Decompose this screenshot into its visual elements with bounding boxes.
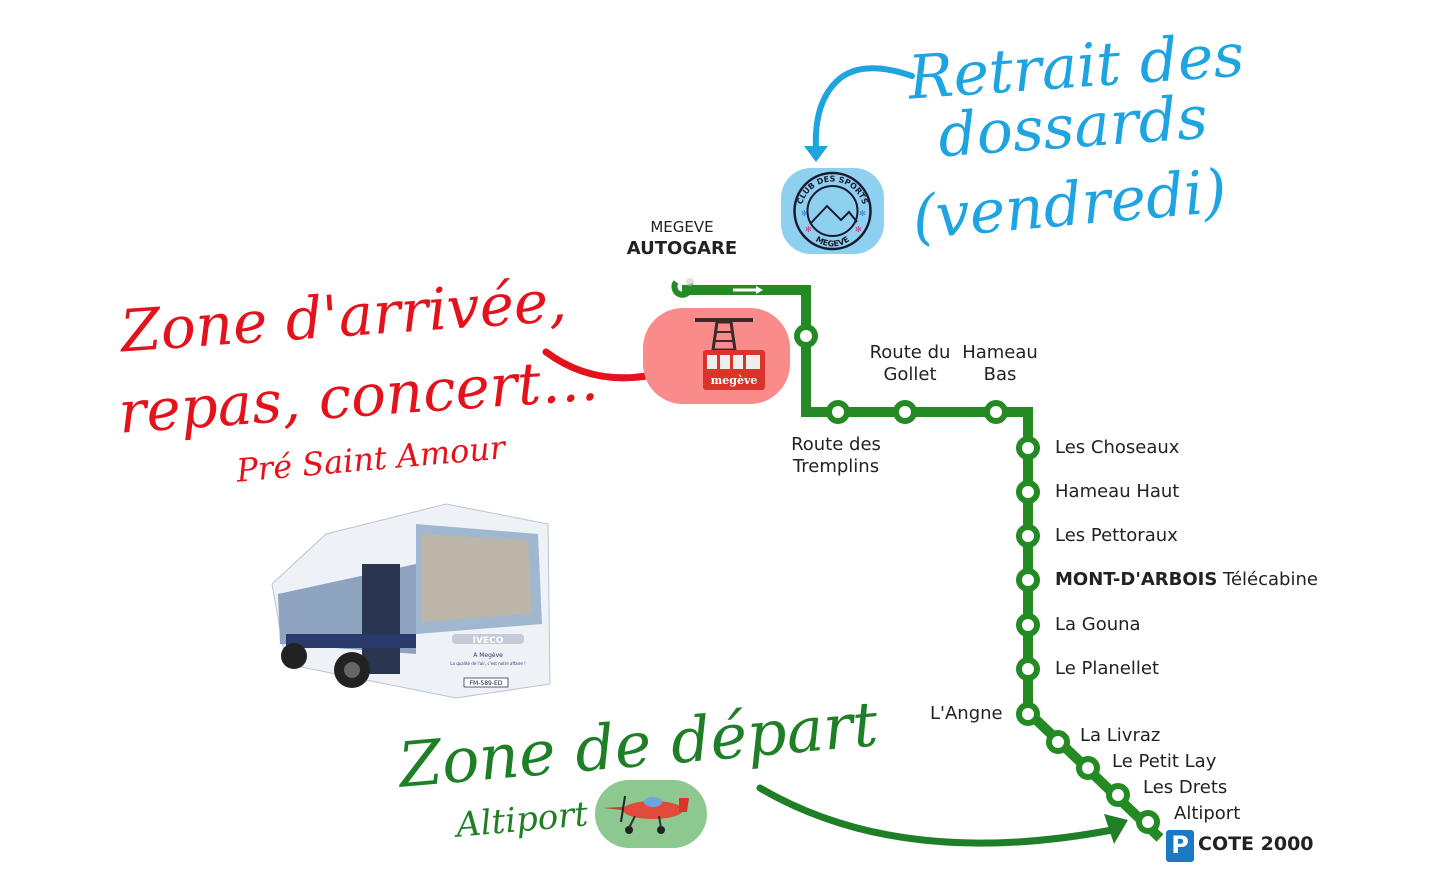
bus-brand: IVECO — [473, 636, 504, 646]
cable-car-icon: megève — [695, 318, 765, 390]
stop-label-suffix: Télécabine — [1223, 569, 1318, 590]
svg-text:✻: ✻ — [801, 209, 808, 218]
terminus-start-label: MEGEVE AUTOGARE — [620, 216, 744, 260]
terminus-start-name: AUTOGARE — [626, 238, 738, 259]
departure-icon-badge — [595, 780, 707, 848]
stop-les-drets-marker — [1106, 783, 1130, 807]
bus-slogan-2: La qualité de l'air, c'est notre affaire… — [450, 661, 525, 666]
airplane-icon — [603, 795, 689, 834]
stop-label-line: Hameau — [962, 342, 1038, 363]
stop-label-route-des-tremplins: Route des Tremplins — [776, 434, 896, 478]
stop-label-line: Route des — [791, 434, 881, 455]
stop-route-du-gollet-marker — [893, 400, 917, 424]
stops-layer — [794, 324, 1160, 834]
bus-plate: FM-589-ED — [470, 680, 503, 687]
stop-label-hameau-haut: Hameau Haut — [1055, 481, 1180, 502]
stop-label-line: Route du — [869, 342, 951, 363]
stop-la-livraz-marker — [1046, 730, 1070, 754]
stop-label-line: Gollet — [883, 364, 937, 385]
stop-label-route-du-gollet: Route du Gollet — [858, 342, 962, 386]
stop-label-line: Bas — [983, 364, 1017, 385]
bus-slogan-1: A Megève — [473, 652, 503, 659]
stop-les-pettoraux-marker — [1016, 524, 1040, 548]
stop-label-la-gouna: La Gouna — [1055, 614, 1141, 635]
stop-altiport-marker — [1136, 810, 1160, 834]
stop-le-planellet-marker — [1016, 657, 1040, 681]
stop-l-angne-marker — [1016, 702, 1040, 726]
stop-label-les-drets: Les Drets — [1143, 777, 1228, 798]
stop-label-la-livraz: La Livraz — [1080, 725, 1161, 746]
stop-label-les-choseaux: Les Choseaux — [1055, 437, 1180, 458]
stop-mont-d-arbois-t-l-cabine-marker — [1016, 568, 1040, 592]
stop-le-petit-lay-marker — [1076, 756, 1100, 780]
bib-arrow-icon — [804, 65, 915, 162]
terminus-start-marker — [671, 280, 694, 298]
departure-arrow-icon — [756, 784, 1128, 847]
svg-text:✻: ✻ — [859, 209, 866, 218]
bus-image: IVECO A Megève La qualité de l'air, c'es… — [266, 494, 556, 699]
stop-route-des-tremplins-marker — [826, 400, 850, 424]
svg-text:MEGEVE: MEGEVE — [814, 235, 851, 249]
stop-label-hameau-bas: Hameau Bas — [954, 342, 1046, 386]
cable-car-label: megève — [711, 374, 758, 387]
stop-after-autogare-marker — [794, 324, 818, 348]
stop-label-altiport: Altiport — [1174, 803, 1241, 824]
stop-label-mont-darbois: MONT-D'ARBOIS Télécabine — [1055, 569, 1318, 591]
stop-label-le-planellet: Le Planellet — [1055, 658, 1160, 679]
stop-les-choseaux-marker — [1016, 436, 1040, 460]
arrival-icon-badge: megève — [643, 308, 790, 404]
stop-hameau-haut-marker — [1016, 480, 1040, 504]
stop-label-line: Tremplins — [792, 456, 880, 477]
parking-icon: P — [1166, 830, 1194, 862]
stop-label-les-pettoraux: Les Pettoraux — [1055, 525, 1178, 546]
stop-la-gouna-marker — [1016, 613, 1040, 637]
club-logo-badge: CLUB DES SPORTS MEGEVE ✻ ✻ ✻ ✻ — [781, 168, 884, 254]
terminus-start-town: MEGEVE — [650, 218, 714, 236]
parking-letter: P — [1171, 831, 1189, 859]
stop-hameau-bas-marker — [984, 400, 1008, 424]
stop-label-langne: L'Angne — [930, 703, 1003, 724]
terminus-end-label: COTE 2000 — [1198, 833, 1314, 855]
stop-label-le-petit-lay: Le Petit Lay — [1112, 751, 1217, 772]
svg-text:✻: ✻ — [855, 225, 862, 234]
stop-label-bold: MONT-D'ARBOIS — [1055, 569, 1218, 590]
svg-text:✻: ✻ — [805, 225, 812, 234]
club-des-sports-logo: CLUB DES SPORTS MEGEVE ✻ ✻ ✻ ✻ — [793, 171, 872, 251]
direction-arrow-icon — [733, 286, 763, 294]
svg-text:CLUB DES SPORTS: CLUB DES SPORTS — [795, 174, 869, 205]
